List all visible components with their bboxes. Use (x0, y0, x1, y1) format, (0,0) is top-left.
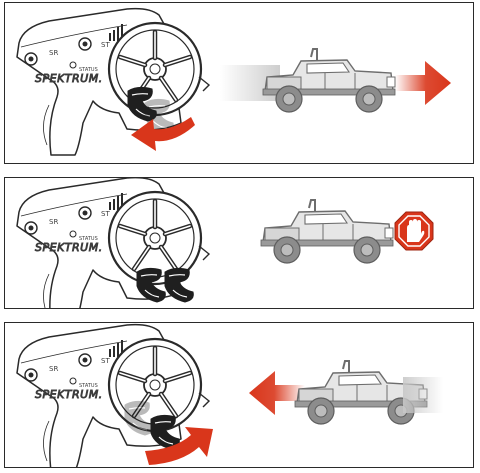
truck (261, 200, 393, 263)
stop-hand-icon (395, 212, 433, 250)
reverse-throttle-panel: SR ST STATUS SPEKTRUM. (4, 322, 474, 468)
motion-blur (403, 377, 443, 413)
brand-logo: SPEKTRUM. (35, 388, 103, 401)
truck (263, 49, 395, 112)
steering-reverse-label: SR (49, 365, 58, 373)
trigger-neutral (137, 268, 193, 302)
reverse-arrow-icon (249, 371, 305, 415)
steering-trim-label: ST (101, 210, 110, 218)
steering-trim-label: ST (101, 357, 110, 365)
brand-logo: SPEKTRUM. (35, 72, 103, 85)
steering-trim-label: ST (101, 41, 110, 49)
steering-reverse-label: SR (49, 218, 58, 226)
forward-throttle-panel: SR ST STATUS SPEKTRUM. (4, 2, 474, 164)
steering-reverse-label: SR (49, 49, 58, 57)
forward-arrow-icon (395, 61, 451, 105)
brand-logo: SPEKTRUM. (35, 241, 103, 254)
brake-panel: SR ST STATUS SPEKTRUM. (4, 177, 474, 309)
